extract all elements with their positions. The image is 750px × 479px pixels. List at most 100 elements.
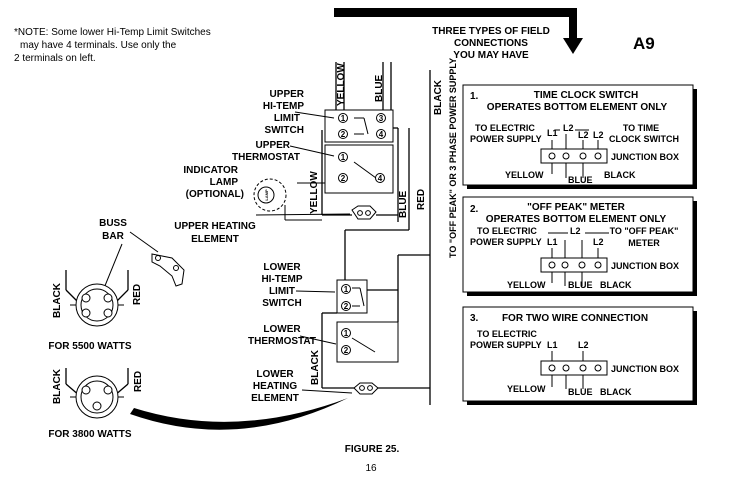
indicator-label-3: (OPTIONAL) bbox=[186, 189, 244, 200]
connection-2-black: BLACK bbox=[600, 280, 632, 290]
element-drawings: BUSS BAR BLACK RED FOR 5500 WATTS bbox=[48, 218, 348, 440]
upper-limit-label-1: UPPER bbox=[270, 89, 305, 100]
connection-3-yellow: YELLOW bbox=[507, 384, 546, 394]
connection-1-junction bbox=[540, 148, 608, 164]
upper-element-label-1: UPPER HEATING bbox=[174, 221, 256, 232]
svg-text:2: 2 bbox=[344, 302, 349, 311]
svg-text:1: 1 bbox=[341, 114, 346, 123]
connection-3-junction-label: JUNCTION BOX bbox=[611, 364, 679, 374]
connection-2-yellow: YELLOW bbox=[507, 280, 546, 290]
svg-text:4: 4 bbox=[378, 174, 383, 183]
element-pointer-swoosh bbox=[130, 398, 348, 430]
supply-label: TO "OFF PEAK" OR 3 PHASE POWER SUPPLY bbox=[448, 58, 458, 258]
connection-1-blue: BLUE bbox=[568, 175, 593, 185]
connection-1-title-2: OPERATES BOTTOM ELEMENT ONLY bbox=[487, 102, 668, 113]
connection-3-title-1: FOR TWO WIRE CONNECTION bbox=[502, 313, 648, 324]
header-line-1: THREE TYPES OF FIELD bbox=[432, 26, 550, 37]
buss-bar-label-1: BUSS bbox=[99, 218, 127, 229]
connection-1-number: 1. bbox=[470, 91, 479, 102]
connection-2-left-2: POWER SUPPLY bbox=[470, 237, 542, 247]
watts-5500-label: FOR 5500 WATTS bbox=[48, 341, 131, 352]
header-line-3: YOU MAY HAVE bbox=[453, 50, 529, 61]
connection-1-black: BLACK bbox=[604, 170, 636, 180]
lower-element-label-3: ELEMENT bbox=[251, 393, 299, 404]
connection-1-right-1: TO TIME bbox=[623, 123, 659, 133]
note: *NOTE: Some lower Hi-Temp Limit Switches… bbox=[14, 27, 211, 64]
element-5500-black: BLACK bbox=[52, 282, 63, 318]
upper-element-label-2: ELEMENT bbox=[191, 234, 239, 245]
upper-limit-label-2: HI-TEMP bbox=[263, 101, 304, 112]
connection-2-right-1: TO "OFF PEAK" bbox=[610, 226, 679, 236]
page-number: 16 bbox=[365, 463, 377, 474]
element-5500-red: RED bbox=[132, 284, 143, 305]
lower-element-label-1: LOWER bbox=[256, 369, 294, 380]
lower-thermostat bbox=[336, 321, 399, 363]
connection-2-number: 2. bbox=[470, 204, 479, 215]
connection-2-title-1: "OFF PEAK" METER bbox=[527, 202, 626, 213]
wire-blue-mid: BLUE bbox=[398, 190, 409, 218]
connection-2-junction-label: JUNCTION BOX bbox=[611, 261, 679, 271]
svg-text:4: 4 bbox=[379, 130, 384, 139]
lower-limit-label-2: HI-TEMP bbox=[261, 274, 302, 285]
lower-thermostat-label-2: THERMOSTAT bbox=[248, 336, 316, 347]
lower-element-label-2: HEATING bbox=[253, 381, 297, 392]
lower-thermostat-label-1: LOWER bbox=[263, 324, 301, 335]
upper-limit-label-3: LIMIT bbox=[274, 113, 300, 124]
wire-yellow-mid: YELLOW bbox=[309, 171, 320, 214]
connection-3-left-2: POWER SUPPLY bbox=[470, 340, 542, 350]
watts-3800-label: FOR 3800 WATTS bbox=[48, 429, 131, 440]
wire-red-mid: RED bbox=[416, 189, 427, 210]
upper-heating-element bbox=[351, 205, 377, 220]
connection-1-l1: L1 bbox=[547, 128, 558, 138]
connection-3-l1: L1 bbox=[547, 340, 558, 350]
element-5500 bbox=[65, 270, 129, 327]
wire-black-lower: BLACK bbox=[310, 349, 321, 385]
connection-3: 3. FOR TWO WIRE CONNECTION TO ELECTRIC P… bbox=[462, 306, 697, 405]
wire-yellow-top: YELLOW bbox=[336, 63, 347, 106]
connection-1-left-1: TO ELECTRIC bbox=[475, 123, 535, 133]
lower-heating-element bbox=[353, 382, 379, 395]
note-line-2: may have 4 terminals. Use only the bbox=[20, 40, 177, 51]
connection-3-number: 3. bbox=[470, 313, 479, 324]
upper-thermostat-label-2: THERMOSTAT bbox=[232, 152, 300, 163]
svg-text:2: 2 bbox=[341, 174, 346, 183]
connection-1-left-2: POWER SUPPLY bbox=[470, 134, 542, 144]
connection-2-right-2: METER bbox=[628, 238, 660, 248]
connection-1-right-2: CLOCK SWITCH bbox=[609, 134, 679, 144]
connection-1-junction-label: JUNCTION BOX bbox=[611, 152, 679, 162]
connection-2-title-2: OPERATES BOTTOM ELEMENT ONLY bbox=[486, 214, 667, 225]
upper-thermostat-label-1: UPPER bbox=[256, 140, 291, 151]
connection-3-left-1: TO ELECTRIC bbox=[477, 329, 537, 339]
connection-1-yellow: YELLOW bbox=[505, 170, 544, 180]
connection-1: 1. TIME CLOCK SWITCH OPERATES BOTTOM ELE… bbox=[462, 84, 697, 189]
svg-text:1: 1 bbox=[344, 285, 349, 294]
indicator-label-1: INDICATOR bbox=[183, 165, 238, 176]
element-3800-red: RED bbox=[133, 371, 144, 392]
header-line-2: CONNECTIONS bbox=[454, 38, 528, 49]
connection-2-junction bbox=[540, 257, 608, 273]
connection-2-l2b: L2 bbox=[593, 237, 604, 247]
connection-3-blue: BLUE bbox=[568, 387, 593, 397]
svg-text:3: 3 bbox=[379, 114, 384, 123]
connection-1-l2a: L2 bbox=[563, 123, 574, 133]
note-line-1: *NOTE: Some lower Hi-Temp Limit Switches bbox=[14, 27, 211, 38]
upper-thermostat bbox=[324, 144, 394, 194]
indicator-lamp: LAMP bbox=[253, 178, 287, 212]
element-3800 bbox=[65, 368, 129, 419]
svg-text:2: 2 bbox=[341, 130, 346, 139]
connection-1-l2b: L2 bbox=[578, 130, 589, 140]
figure-caption: FIGURE 25. bbox=[345, 444, 400, 455]
buss-bar bbox=[151, 253, 185, 287]
connection-2-left-1: TO ELECTRIC bbox=[477, 226, 537, 236]
wire-blue-top: BLUE bbox=[374, 74, 385, 102]
wire-black-top: BLACK bbox=[433, 79, 444, 115]
connection-1-l2c: L2 bbox=[593, 130, 604, 140]
component-labels: UPPER HI-TEMP LIMIT SWITCH UPPER THERMOS… bbox=[174, 89, 316, 404]
connection-2-blue: BLUE bbox=[568, 280, 593, 290]
svg-text:2: 2 bbox=[344, 346, 349, 355]
header-arrow bbox=[334, 8, 583, 54]
element-3800-black: BLACK bbox=[52, 368, 63, 404]
upper-limit-label-4: SWITCH bbox=[265, 125, 304, 136]
